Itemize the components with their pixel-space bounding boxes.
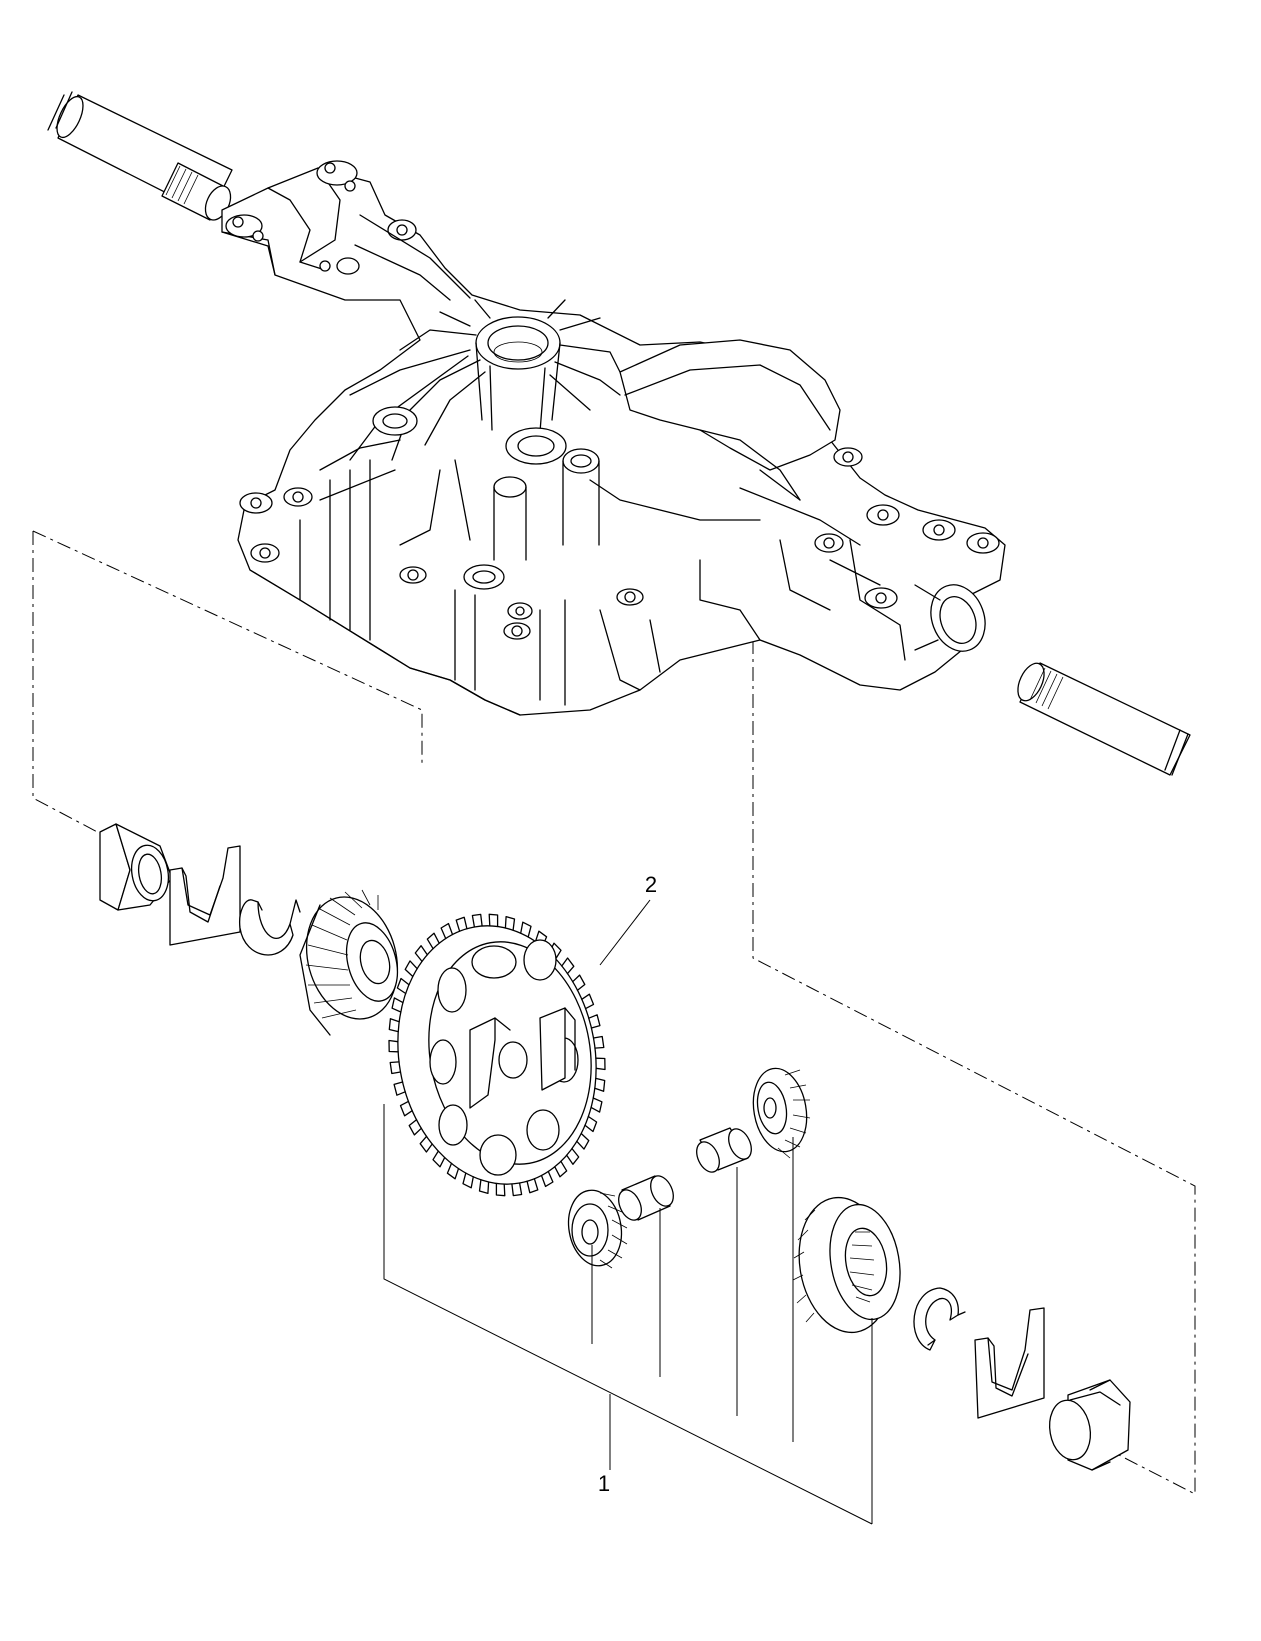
gear-tooth [566,1147,580,1165]
gear-tooth [584,1115,598,1133]
gear-tooth [389,1061,402,1075]
gear-tooth [511,1182,523,1197]
left-fork-shim [169,845,241,946]
gear-tooth [478,1179,490,1195]
housing-bosses [239,406,1000,640]
gear-tooth [388,1018,400,1033]
right-bevel-side-gear [792,1196,901,1334]
gear-tooth [432,1150,446,1168]
gear-tooth [399,1100,413,1117]
gear-tooth [396,977,410,995]
gear-tooth [388,1039,399,1053]
transaxle-housing [221,160,1006,716]
right-axle-shaft [1017,662,1191,776]
gear-tooth [426,932,440,950]
small-bevel-pinion-upper [752,1067,811,1159]
cross-pin-lower [618,1175,674,1221]
cross-pin-upper [696,1127,752,1173]
gear-tooth [588,1014,601,1029]
right-thrust-washer [913,1287,966,1351]
gear-tooth [414,945,428,963]
gear-tooth [526,1178,539,1194]
callout-labels: 2 1 [598,872,657,1496]
gear-tooth [581,993,595,1010]
gear-tooth [520,921,532,938]
gear-tooth [595,1057,606,1071]
gear-tooth [594,1077,606,1092]
callout-2-label: 2 [645,872,657,897]
gear-tooth [393,1081,406,1096]
gear-tooth [455,916,468,932]
gear-tooth [590,1097,603,1113]
phantom-guide-lines [32,530,1196,1495]
gear-tooth [440,922,454,940]
gear-tooth [446,1162,460,1180]
callout-1-label: 1 [598,1471,610,1496]
gear-tooth [488,913,499,928]
gear-tooth [391,997,404,1013]
small-bevel-pinion-lower [567,1189,628,1269]
right-fork-shim [974,1307,1045,1419]
left-bearing-bush [99,823,173,911]
right-bearing-bush [1048,1379,1131,1471]
large-spur-ring-gear [388,913,606,1197]
gear-teeth [388,913,606,1197]
gear-tooth [592,1035,605,1049]
callout-leaders [383,899,873,1525]
gear-tooth [419,1135,433,1153]
gear-tooth [576,1132,590,1150]
gear-tooth [561,957,575,975]
left-thrust-washer [239,899,301,956]
gear-tooth [540,1170,554,1188]
gear-tooth [572,974,586,991]
gear-tooth [495,1182,506,1197]
left-bevel-side-gear [299,889,399,1036]
gear-tooth [504,915,516,931]
gear-tooth [408,1119,422,1136]
left-axle-shaft [47,91,233,221]
gear-tooth [404,960,418,978]
gear-tooth [554,1160,568,1178]
gear-tooth [462,1172,474,1189]
gear-tooth [471,913,483,928]
